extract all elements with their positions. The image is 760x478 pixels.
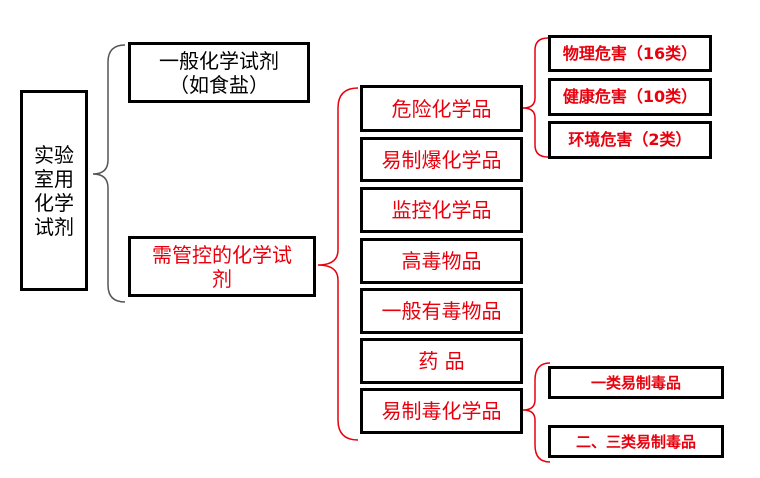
root-node: 实验 室用 化学 试剂	[20, 90, 88, 291]
class23-precursor-node: 二、三类易制毒品	[548, 425, 724, 458]
general-toxic-node: 一般有毒物品	[360, 288, 523, 334]
precursor-explosive-node: 易制爆化学品	[360, 137, 523, 182]
highly-toxic-node: 高毒物品	[360, 238, 523, 284]
hazardous-chemicals-node: 危险化学品	[360, 85, 523, 132]
bracket-controlled	[317, 87, 359, 441]
precursor-drug-node: 易制毒化学品	[360, 388, 523, 434]
environmental-hazard-node: 环境危害（2类）	[548, 121, 712, 159]
bracket-precursor	[522, 362, 551, 463]
physical-hazard-node: 物理危害（16类）	[548, 35, 712, 72]
drugs-node: 药 品	[360, 338, 523, 384]
health-hazard-node: 健康危害（10类）	[548, 78, 712, 116]
bracket-root	[92, 44, 126, 303]
bracket-hazardous	[522, 37, 549, 158]
class1-precursor-node: 一类易制毒品	[548, 366, 724, 399]
general-reagent-node: 一般化学试剂 （如食盐）	[128, 42, 310, 103]
controlled-reagent-node: 需管控的化学试 剂	[128, 236, 316, 297]
monitored-chemicals-node: 监控化学品	[360, 187, 523, 233]
